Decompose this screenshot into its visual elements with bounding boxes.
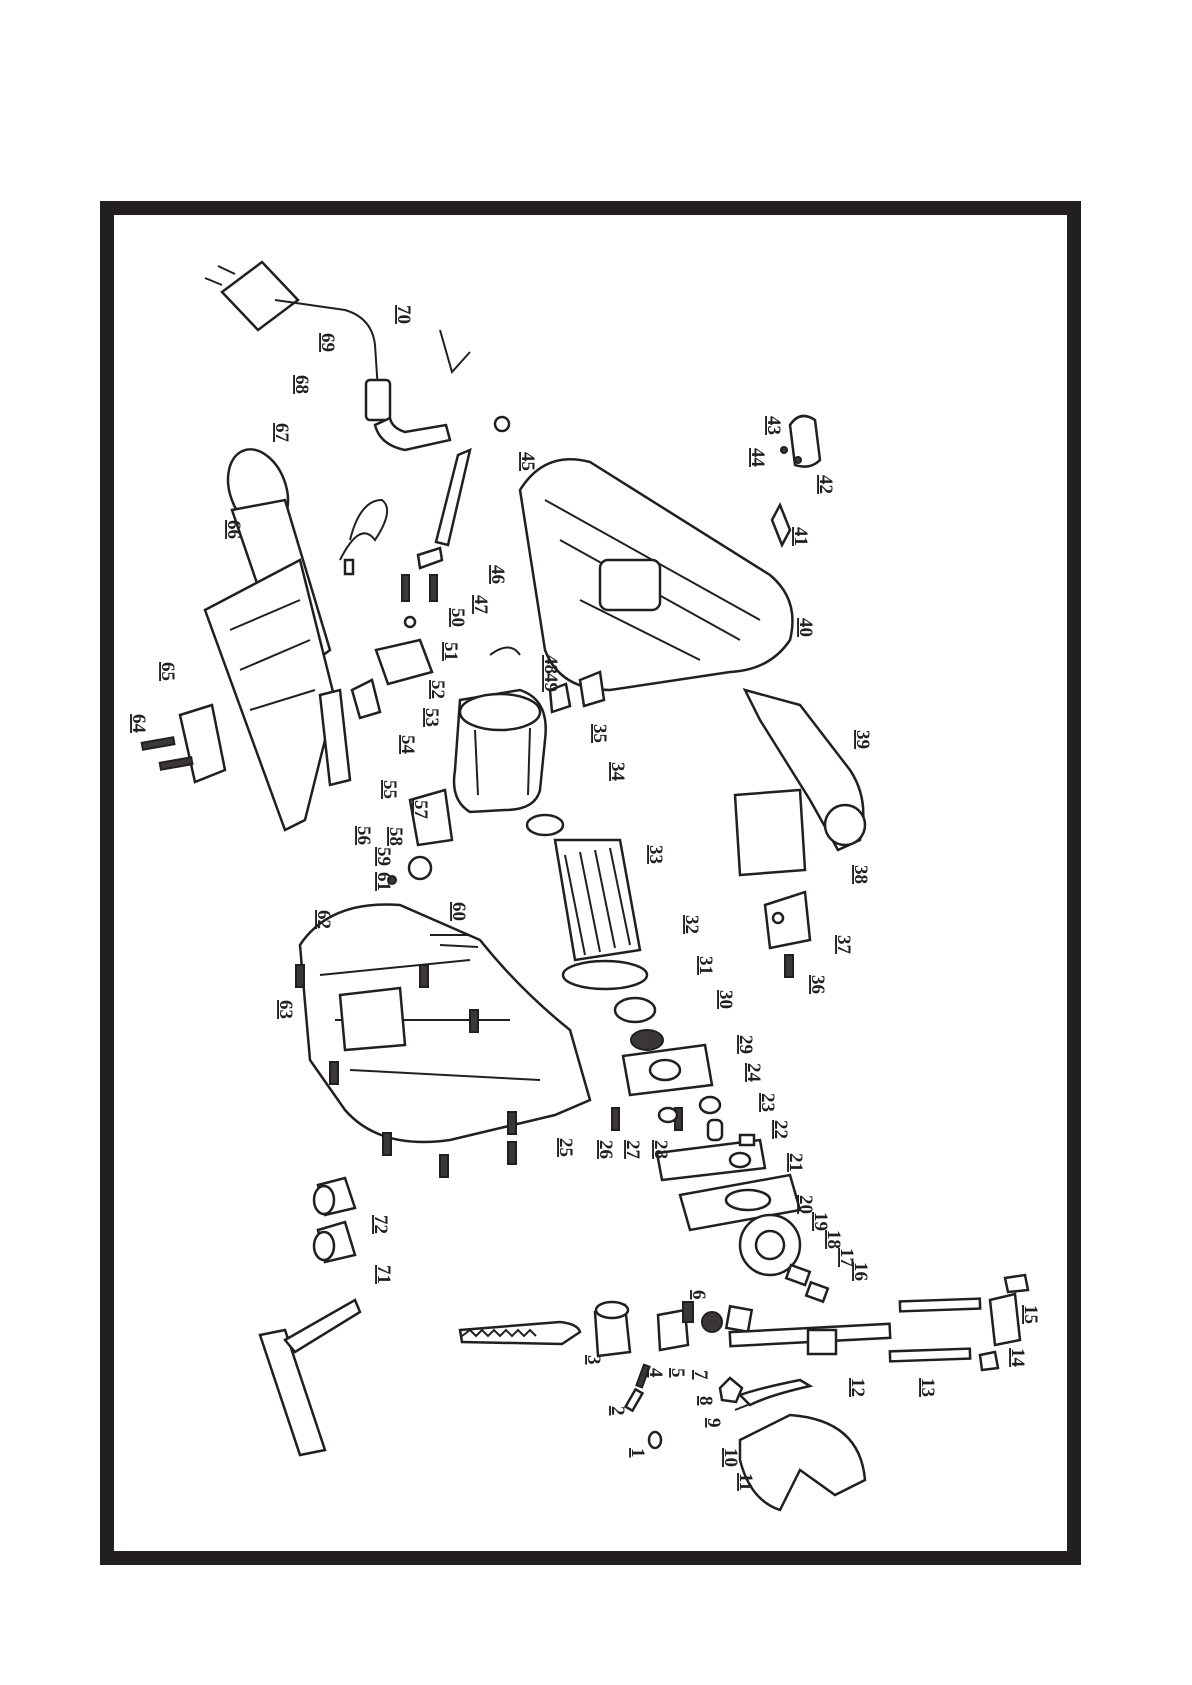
part-label-28: 28 (650, 1140, 671, 1159)
accessories (260, 1178, 360, 1455)
part-label-2: 2 (607, 1406, 628, 1416)
saw-blade (460, 1322, 580, 1344)
part-label-1: 1 (627, 1448, 648, 1458)
part-label-59: 59 (373, 847, 394, 866)
part-label-9: 9 (703, 1418, 724, 1428)
part-label-23: 23 (757, 1093, 778, 1112)
part-label-60: 60 (448, 902, 469, 921)
part-label-36: 36 (807, 975, 828, 994)
part-label-30: 30 (715, 990, 736, 1009)
part-label-21: 21 (785, 1153, 806, 1172)
part-label-35: 35 (589, 724, 610, 743)
part-label-40: 40 (795, 618, 816, 637)
part-label-8: 8 (695, 1396, 716, 1406)
part-label-22: 22 (770, 1120, 791, 1139)
part-label-72: 72 (370, 1215, 391, 1234)
part-label-13: 13 (917, 1378, 938, 1397)
part-label-39: 39 (852, 730, 873, 749)
part-label-67: 67 (271, 423, 292, 443)
left-housing-parts (735, 416, 865, 977)
part-label-11: 11 (735, 1473, 756, 1491)
part-label-29: 29 (735, 1035, 756, 1054)
part-label-64: 64 (128, 714, 149, 734)
part-label-17: 17 (836, 1248, 857, 1268)
part-label-19: 19 (810, 1212, 831, 1231)
part-label-42: 42 (815, 475, 836, 494)
base-plate (142, 560, 335, 830)
part-label-20: 20 (795, 1195, 816, 1214)
part-label-37: 37 (833, 935, 854, 955)
part-label-44: 44 (747, 448, 768, 468)
part-label-52: 52 (427, 680, 448, 699)
part-label-58: 58 (385, 827, 406, 846)
part-label-47: 47 (470, 595, 491, 615)
part-label-55: 55 (379, 780, 400, 799)
part-label-54: 54 (397, 735, 418, 755)
part-label-14: 14 (1007, 1348, 1028, 1368)
gear-plate (612, 1045, 722, 1140)
part-label-27: 27 (622, 1140, 643, 1160)
part-label-41: 41 (790, 527, 811, 546)
part-label-51: 51 (440, 642, 461, 661)
stator (454, 690, 546, 812)
part-label-32: 32 (681, 915, 702, 934)
part-label-57: 57 (410, 800, 431, 820)
part-label-70: 70 (393, 305, 414, 324)
part-label-18: 18 (823, 1230, 844, 1249)
part-label-45: 45 (517, 452, 538, 471)
part-label-62: 62 (313, 910, 334, 929)
power-cord-assembly (205, 262, 470, 450)
blade-guard (740, 1380, 865, 1510)
part-label-53: 53 (421, 708, 442, 727)
part-label-38: 38 (850, 865, 871, 884)
part-label-26: 26 (595, 1140, 616, 1159)
part-label-61: 61 (373, 872, 394, 891)
part-label-49: 49 (540, 673, 561, 692)
part-label-3: 3 (583, 1355, 604, 1365)
part-label-43: 43 (763, 416, 784, 435)
part-label-66: 66 (223, 520, 244, 539)
wire-bundle (340, 500, 387, 574)
part-label-68: 68 (291, 375, 312, 394)
part-label-63: 63 (275, 1000, 296, 1019)
part-label-34: 34 (607, 762, 628, 782)
part-label-15: 15 (1020, 1305, 1041, 1324)
plunger-assembly (726, 1265, 1028, 1370)
right-housing (296, 905, 590, 1178)
part-label-33: 33 (645, 845, 666, 864)
part-label-6: 6 (688, 1290, 709, 1300)
part-label-65: 65 (157, 662, 178, 681)
part-label-12: 12 (847, 1378, 868, 1397)
part-label-48: 48 (540, 655, 561, 674)
part-label-7: 7 (690, 1370, 711, 1380)
part-label-24: 24 (743, 1063, 764, 1083)
part-label-71: 71 (373, 1265, 394, 1284)
part-label-5: 5 (667, 1368, 688, 1378)
part-label-31: 31 (695, 956, 716, 975)
part-label-10: 10 (720, 1448, 741, 1467)
part-label-69: 69 (317, 333, 338, 352)
part-label-25: 25 (555, 1138, 576, 1157)
part-label-50: 50 (447, 608, 468, 627)
part-label-56: 56 (353, 826, 374, 845)
part-label-46: 46 (487, 565, 508, 584)
part-label-4: 4 (645, 1368, 666, 1378)
